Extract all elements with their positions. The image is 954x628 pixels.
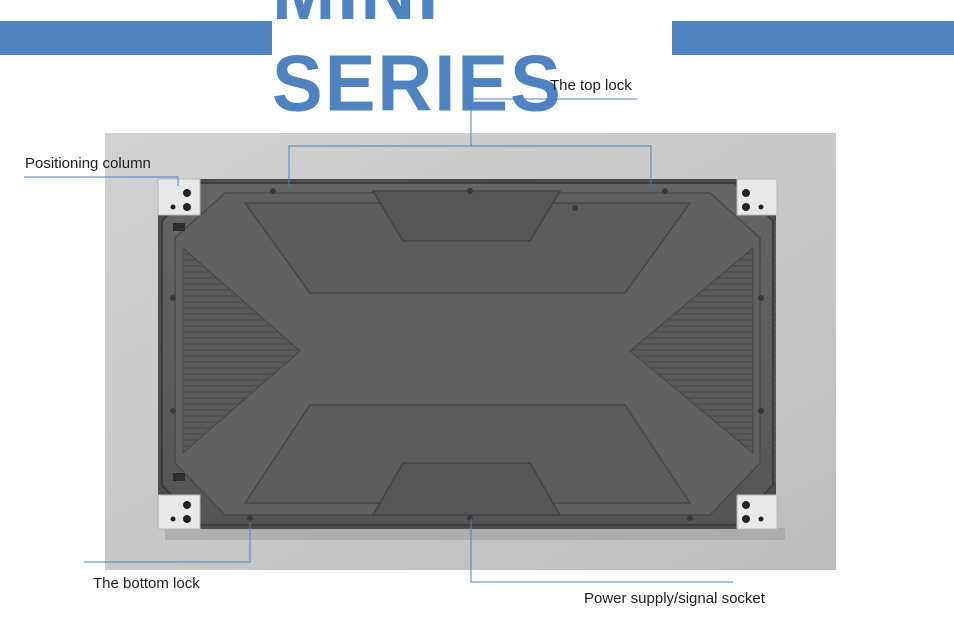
positioning-column-label: Positioning column: [25, 155, 151, 172]
top-lock-label: The top lock: [550, 77, 632, 94]
header-band-left: [0, 21, 272, 55]
bottom-lock-label: The bottom lock: [93, 575, 200, 592]
cabinet-back-panel-image: [105, 133, 836, 570]
page-title: MINI SERIES: [272, 0, 563, 129]
header-band-right: [672, 21, 954, 55]
power-signal-socket-label: Power supply/signal socket: [584, 590, 765, 607]
